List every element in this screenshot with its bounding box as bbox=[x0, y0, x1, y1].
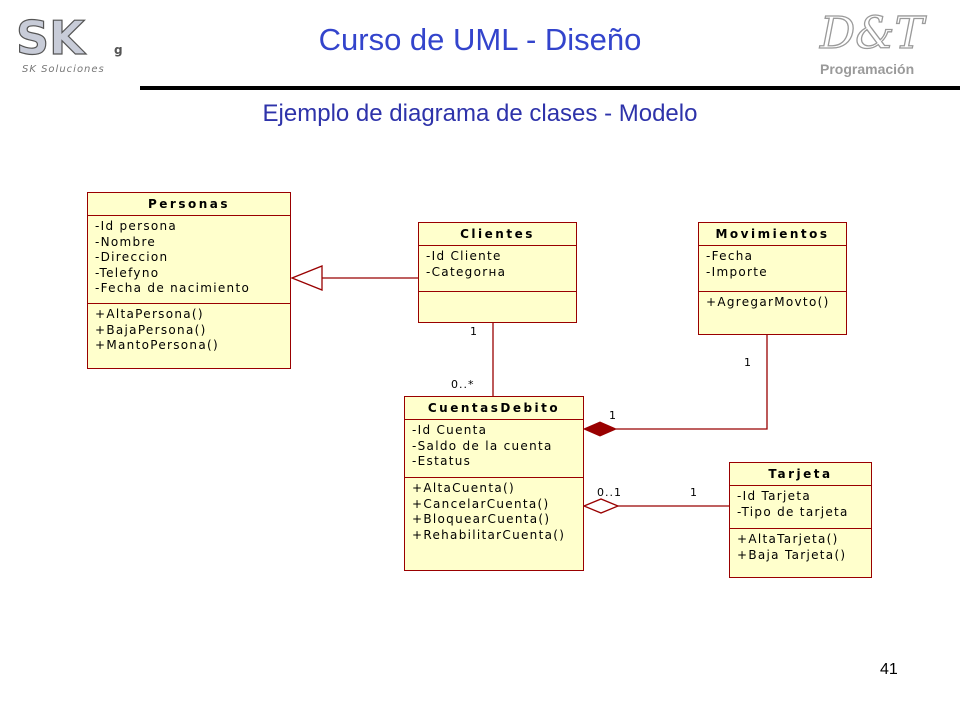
dt-logo-subtitle: Programación bbox=[820, 61, 914, 77]
operation: +CancelarCuenta() bbox=[412, 496, 550, 511]
class-personas-name: Personas bbox=[88, 193, 290, 216]
class-clientes: Clientes -Id Cliente -Categorнa bbox=[418, 222, 577, 323]
attribute: -Saldo de la cuenta bbox=[412, 438, 553, 453]
multiplicity-tarjeta: 1 bbox=[690, 486, 698, 499]
class-cuentasdebito-name: CuentasDebito bbox=[405, 397, 583, 420]
class-personas-operations: +AltaPersona() +BajaPersona() +MantoPers… bbox=[88, 304, 290, 358]
attribute: -Categorнa bbox=[426, 264, 507, 279]
multiplicity-movimientos: 1 bbox=[744, 356, 752, 369]
class-personas: Personas -Id persona -Nombre -Direccion … bbox=[87, 192, 291, 369]
movimientos-cuentas-line bbox=[616, 334, 768, 430]
svg-text:g: g bbox=[114, 43, 123, 57]
attribute: -Id Cliente bbox=[426, 249, 502, 263]
operation: +AltaTarjeta() bbox=[737, 532, 839, 546]
class-cuentasdebito-operations: +AltaCuenta() +CancelarCuenta() +Bloquea… bbox=[405, 478, 583, 547]
aggregation-diamond bbox=[582, 498, 620, 514]
class-cuentasdebito-attributes: -Id Cuenta -Saldo de la cuenta -Estatus bbox=[405, 420, 583, 478]
class-clientes-attributes: -Id Cliente -Categorнa bbox=[419, 246, 576, 292]
sk-logo: SK g SK Soluciones bbox=[14, 10, 134, 78]
dt-logo-text: D&T bbox=[819, 8, 927, 59]
attribute: -Fecha de nacimiento bbox=[95, 281, 251, 295]
attribute: -Estatus bbox=[412, 454, 472, 468]
operation: +MantoPersona() bbox=[95, 338, 219, 352]
operation: +AgregarMovto() bbox=[706, 295, 830, 309]
generalization-arrow bbox=[290, 265, 323, 291]
multiplicity-clientes: 1 bbox=[470, 325, 478, 338]
class-tarjeta-attributes: -Id Tarjeta -Tipo de tarjeta bbox=[730, 486, 871, 529]
sk-logo-text: SK Soluciones bbox=[22, 64, 105, 75]
attribute: -Id persona bbox=[95, 219, 178, 233]
composition-diamond bbox=[582, 421, 618, 437]
attribute: -Id Cuenta bbox=[412, 423, 488, 437]
operation: +BajaPersona() bbox=[95, 322, 207, 337]
dt-logo: D&T Programación bbox=[818, 6, 938, 82]
page-number: 41 bbox=[880, 661, 898, 678]
class-movimientos-operations: +AgregarMovto() bbox=[699, 292, 846, 315]
attribute: -Fecha bbox=[706, 249, 754, 263]
class-clientes-operations bbox=[419, 292, 576, 299]
operation: +RehabilitarCuenta() bbox=[412, 527, 566, 542]
class-cuentasdebito: CuentasDebito -Id Cuenta -Saldo de la cu… bbox=[404, 396, 584, 571]
operation: +Baja Tarjeta() bbox=[737, 547, 847, 562]
page-title: Curso de UML - Diseño bbox=[318, 22, 642, 57]
attribute: -Nombre bbox=[95, 234, 157, 249]
operation: +AltaPersona() bbox=[95, 307, 204, 321]
attribute: -Importe bbox=[706, 264, 768, 279]
class-movimientos-attributes: -Fecha -Importe bbox=[699, 246, 846, 292]
class-tarjeta-name: Tarjeta bbox=[730, 463, 871, 486]
svg-text:SK: SK bbox=[16, 11, 87, 65]
class-tarjeta-operations: +AltaTarjeta() +Baja Tarjeta() bbox=[730, 529, 871, 567]
multiplicity-cuentas-clientes: 0..* bbox=[451, 378, 475, 391]
attribute: -Direccion bbox=[95, 250, 169, 264]
attribute: -Tipo de tarjeta bbox=[737, 504, 849, 519]
class-clientes-name: Clientes bbox=[419, 223, 576, 246]
class-movimientos-name: Movimientos bbox=[699, 223, 846, 246]
multiplicity-cuentas-movimientos: 1 bbox=[609, 409, 617, 422]
page-subtitle: Ejemplo de diagrama de clases - Modelo bbox=[262, 100, 698, 127]
class-movimientos: Movimientos -Fecha -Importe +AgregarMovt… bbox=[698, 222, 847, 335]
multiplicity-cuentas-tarjeta: 0..1 bbox=[597, 486, 622, 499]
operation: +AltaCuenta() bbox=[412, 481, 515, 495]
class-tarjeta: Tarjeta -Id Tarjeta -Tipo de tarjeta +Al… bbox=[729, 462, 872, 578]
attribute: -Telefyno bbox=[95, 265, 160, 280]
title-divider bbox=[140, 86, 960, 90]
operation: +BloquearCuenta() bbox=[412, 512, 551, 526]
attribute: -Id Tarjeta bbox=[737, 489, 812, 503]
class-personas-attributes: -Id persona -Nombre -Direccion -Telefyno… bbox=[88, 216, 290, 304]
